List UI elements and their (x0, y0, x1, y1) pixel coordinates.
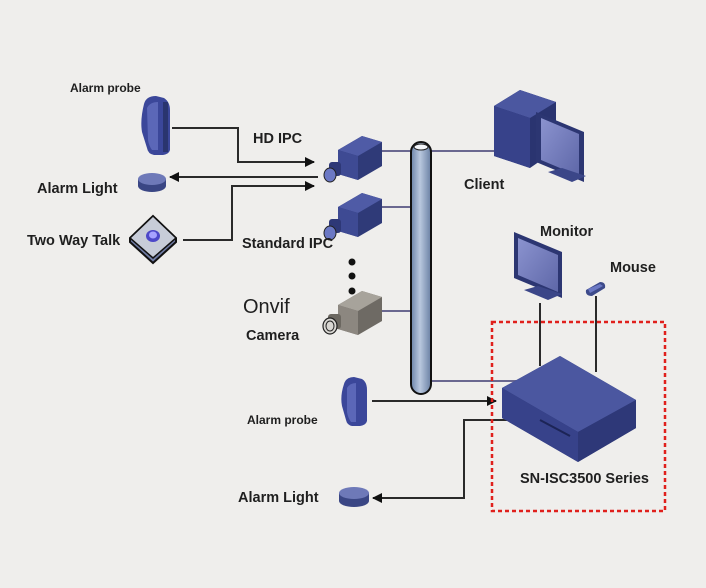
client-label: Client (464, 177, 505, 193)
onvif-label: Onvif (243, 296, 290, 318)
standard-ipc-label: Standard IPC (242, 236, 334, 252)
line-two-way-talk-to-hd-ipc (183, 181, 315, 241)
standard-ipc-camera-icon (323, 193, 382, 241)
alarm-probe-top-label: Alarm probe (70, 81, 141, 95)
nvr-series-label: SN-ISC3500 Series (520, 471, 649, 487)
alarm-light-top-label: Alarm Light (37, 181, 118, 197)
monitor-label: Monitor (540, 224, 594, 240)
alarm-light-icon (138, 173, 166, 192)
camera-label: Camera (246, 328, 300, 344)
network-backbone (410, 141, 432, 395)
client-pc-icon (494, 90, 586, 182)
mouse-icon (585, 282, 606, 296)
network-lines (382, 150, 522, 382)
nvr-highlight-box (490, 320, 667, 513)
alarm-probe-bottom-label: Alarm probe (247, 413, 318, 427)
alarm-light-bottom-label: Alarm Light (238, 490, 319, 506)
two-way-talk-icon (128, 214, 178, 265)
line-nvr-to-alarm-light (372, 419, 512, 503)
more-cameras-dots (348, 258, 356, 295)
connection-lines (169, 127, 597, 503)
mouse-label: Mouse (610, 260, 656, 276)
line-alarm-probe-to-hd-ipc (172, 127, 315, 167)
two-way-talk-label: Two Way Talk (27, 233, 121, 249)
alarm-light-bottom-icon (339, 487, 369, 507)
nvr-device-icon (502, 356, 636, 462)
alarm-probe-icon (141, 96, 170, 155)
hd-ipc-camera-icon (323, 136, 382, 183)
onvif-camera-icon (322, 291, 382, 335)
hd-ipc-label: HD IPC (253, 131, 303, 147)
alarm-probe-bottom-icon (341, 377, 367, 426)
monitor-icon (514, 232, 562, 300)
